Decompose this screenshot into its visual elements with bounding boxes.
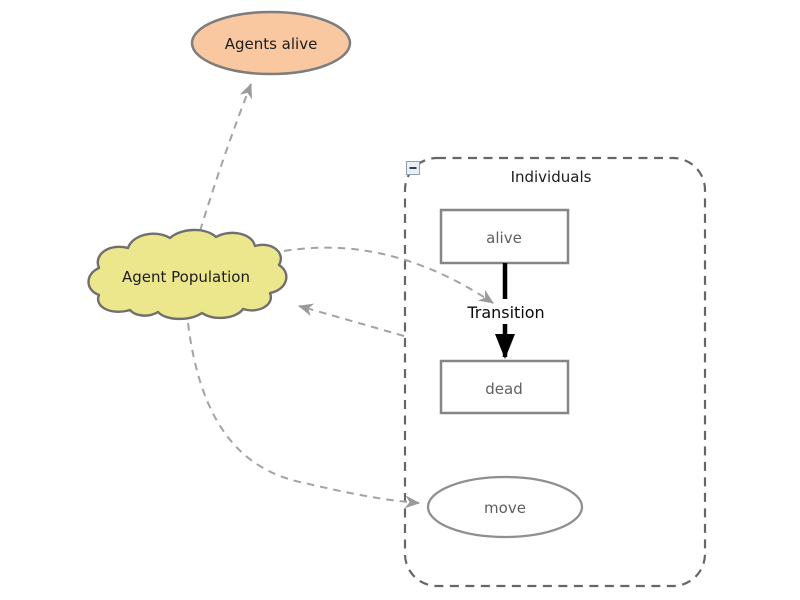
move-event-node[interactable]: move (426, 475, 584, 539)
link-population-to-agents-alive[interactable] (199, 83, 252, 232)
transition-label: Transition (466, 303, 544, 322)
dead-state-shape[interactable] (439, 359, 570, 415)
agent-population-shape[interactable] (87, 228, 288, 321)
alive-state-shape[interactable] (439, 208, 570, 265)
move-event-shape[interactable] (426, 475, 584, 539)
dead-state-node[interactable]: dead (439, 359, 570, 415)
link-population-to-transition[interactable] (283, 246, 494, 304)
dead-state-label: dead (485, 380, 522, 398)
agent-population-node[interactable]: Agent Population (87, 228, 288, 321)
alive-state-node[interactable]: alive (439, 208, 570, 265)
link-individuals-to-population[interactable] (298, 303, 405, 337)
collapse-button[interactable] (406, 161, 420, 175)
transition-arrow[interactable]: Transition (461, 263, 551, 359)
individuals-group-label: Individuals (511, 168, 592, 186)
transition-label-bg (461, 299, 551, 324)
link-population-to-move[interactable] (187, 322, 420, 509)
agents-alive-shape[interactable] (190, 10, 352, 76)
move-event-label: move (484, 499, 526, 517)
agents-alive-node[interactable]: Agents alive (190, 10, 352, 76)
alive-state-label: alive (486, 229, 522, 247)
agents-alive-label: Agents alive (225, 35, 318, 53)
agent-population-label: Agent Population (122, 268, 250, 286)
